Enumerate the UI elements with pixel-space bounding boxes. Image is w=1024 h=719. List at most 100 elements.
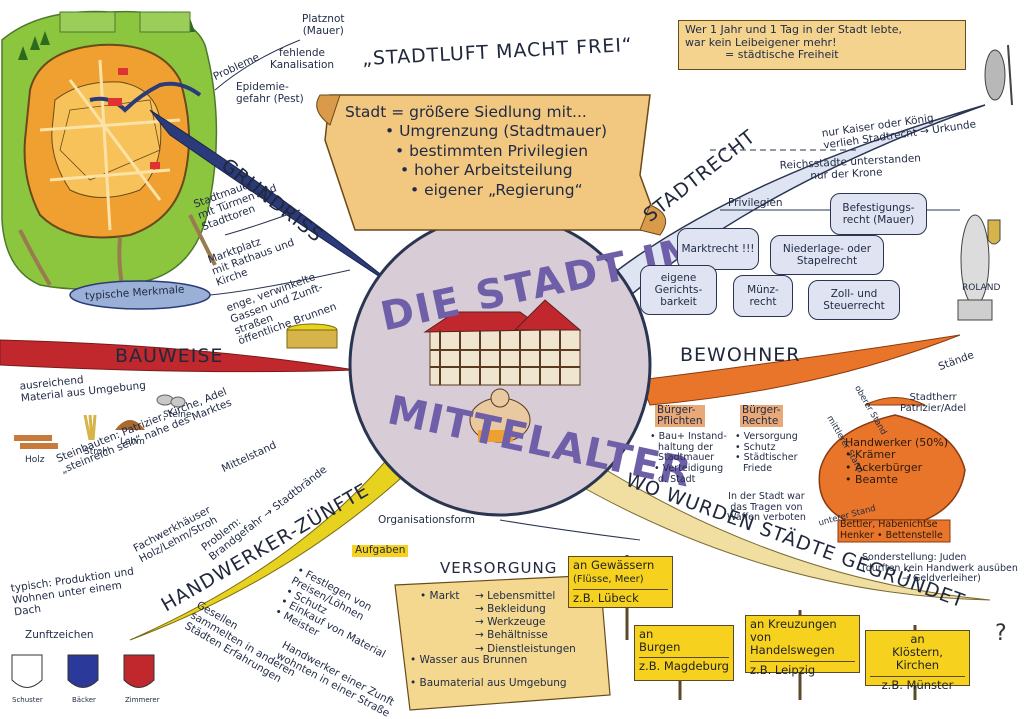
juden-line: Sonderstellung: Juden — [862, 552, 967, 563]
sign-text: an Kreuzungen — [750, 617, 837, 631]
buergerrechte-list: • Versorgung • Schutz • Städtischer Frie… — [735, 431, 798, 475]
stroh-label: Stroh — [84, 447, 108, 457]
clay-icon — [115, 420, 145, 430]
definition-line: • eigener „Regierung“ — [410, 180, 583, 199]
sign-text: an Gewässern — [573, 558, 655, 572]
aufgaben-label: Aufgaben — [352, 544, 409, 557]
branch-handwerker — [129, 449, 411, 641]
unterstand-item: Bettler, Habenichtse — [840, 519, 938, 530]
versorgung-baumaterial: • Baumaterial aus Umgebung — [410, 677, 567, 689]
mittelstand-item: Handwerker (50%) — [845, 436, 949, 449]
juden-line: → Geldverleiher) — [902, 573, 981, 585]
material-icons — [14, 394, 186, 449]
sign-kloestern: an Klöstern, Kirchen z.B. Münster — [865, 630, 970, 691]
versorgung-wasser: • Wasser aus Brunnen — [410, 654, 528, 666]
sign-example: z.B. Magdeburg — [639, 657, 729, 674]
knight-figure — [984, 44, 1013, 106]
zunftzeichen-label: Zunftzeichen — [25, 629, 94, 641]
juden-line: (durften kein Handwerk ausüben — [862, 562, 1018, 574]
freedom-note-line: = städtische Freiheit — [725, 48, 839, 62]
epidemie-line: gefahr (Pest) — [236, 92, 304, 105]
platznot-line: (Mauer) — [302, 24, 344, 37]
buergerpflichten-list: • Bau+ Instand- haltung der Stadtmauer •… — [650, 431, 727, 485]
waffen-line: In der Stadt war — [728, 491, 805, 502]
kanalisation-line: Kanalisation — [270, 58, 335, 71]
sign-text: an — [910, 632, 925, 646]
sign-example: z.B. Münster — [870, 675, 965, 692]
freedom-note: Wer 1 Jahr und 1 Tag in der Stadt lebte,… — [678, 20, 966, 70]
definition-line: • hoher Arbeitsteilung — [400, 161, 573, 180]
sign-example: z.B. Leipzig — [750, 660, 855, 677]
epidemie-note: Epidemie- gefahr (Pest) — [236, 81, 304, 106]
baecker-label: Bäcker — [72, 696, 96, 704]
privileg-marktrecht: Marktrecht !!! — [677, 228, 759, 270]
patrizier-line: Stadtherr — [909, 392, 957, 403]
privileg-befestigung: Befestigungs-recht (Mauer) — [830, 193, 927, 235]
goods-item: → Bekleidung — [475, 603, 546, 616]
versorgung-parchment — [394, 574, 611, 711]
branch-label-bewohner: BEWOHNER — [680, 344, 801, 366]
waffen-line: das Tragen von — [730, 501, 803, 513]
pflichten-title-line: Bürger- — [657, 404, 696, 416]
sign-example: z.B. Lübeck — [573, 588, 668, 605]
question-mark: ? — [995, 621, 1007, 646]
juden-note: Sonderstellung: Juden (durften kein Hand… — [862, 552, 1018, 585]
rechte-item: • Städtischer — [735, 452, 798, 464]
privileg-zollrecht: Zoll- und Steuerrecht — [808, 280, 900, 320]
goods-item: → Werkzeuge — [475, 616, 546, 629]
wood-icon — [14, 435, 58, 449]
sign-kreuzungen: an Kreuzungen von Handelswegen z.B. Leip… — [745, 615, 860, 676]
mittelstand-item: • Beamte — [845, 472, 898, 486]
sign-subtext: (Flüsse, Meer) — [573, 574, 644, 586]
sign-subtext: von Handelswegen — [750, 630, 835, 658]
sign-subtext: Burgen — [639, 640, 681, 655]
versorgung-line: • Markt — [420, 590, 460, 602]
definition-line: • Umgrenzung (Stadtmauer) — [385, 122, 608, 141]
rechte-title-line: Bürger- — [742, 404, 781, 416]
definition-line: • bestimmten Privilegien — [395, 141, 589, 160]
rechte-item: • Versorgung — [735, 431, 798, 442]
epidemie-line: Epidemie- — [236, 81, 289, 93]
sign-gewaessern: an Gewässern (Flüsse, Meer) z.B. Lübeck — [568, 556, 673, 608]
platznot-note: Platznot (Mauer) — [302, 13, 345, 38]
straw-icon — [83, 414, 97, 441]
sign-burgen: an Burgen z.B. Magdeburg — [634, 625, 734, 681]
organisationsform-label: Organisationsform — [378, 514, 476, 526]
mittelstand-list: Handwerker (50%) • Krämer • Ackerbürger … — [845, 436, 949, 486]
goods-item: → Behältnisse — [475, 629, 548, 642]
goods-item: → Dienstleistungen — [475, 642, 576, 655]
craftsman-illustration — [469, 388, 531, 443]
city-map-illustration — [1, 10, 218, 290]
buergerpflichten-heading: Bürger- Pflichten — [655, 404, 705, 428]
privilegien-label: Privilegien — [728, 197, 783, 209]
kanalisation-note: fehlende Kanalisation — [270, 47, 335, 72]
unterstand-list: Bettler, Habenichtse Henker • Bettenstel… — [840, 519, 943, 541]
lehm-label: Lehm — [120, 437, 145, 447]
waffen-note: In der Stadt war das Tragen von Waffen v… — [727, 491, 806, 524]
definition-text: Stadt = größere Siedlung mit... • Umgren… — [345, 103, 645, 200]
roland-label: ROLAND — [962, 283, 1001, 293]
rechte-item: Friede — [743, 462, 773, 474]
freedom-note-line: war kein Leibeigener mehr! — [685, 35, 837, 49]
pflichten-item: Stadtmauer — [658, 452, 715, 464]
holz-label: Holz — [25, 455, 45, 465]
stones-icon — [156, 394, 186, 408]
pflichten-item: d. Stadt — [658, 473, 696, 485]
roland-statue — [957, 214, 1001, 321]
rechte-title-line: Rechte — [742, 415, 779, 428]
kanalisation-line: fehlende — [279, 47, 326, 59]
pflichten-item: • Verteidigung — [654, 462, 724, 474]
freedom-note-line: Wer 1 Jahr und 1 Tag in der Stadt lebte, — [685, 23, 903, 36]
definition-line: Stadt = größere Siedlung mit... — [345, 103, 587, 121]
rechte-item: • Schutz — [735, 441, 776, 453]
versorgung-goods: → Lebensmittel → Bekleidung → Werkzeuge … — [475, 590, 576, 656]
definition-scroll — [316, 94, 667, 236]
zimmerer-label: Zimmerer — [125, 696, 160, 704]
mittelstand-item: • Krämer — [845, 448, 896, 462]
privileg-muenzrecht: Münz-recht — [733, 275, 793, 317]
steine-label: Steine — [163, 410, 192, 420]
buergerrechte-heading: Bürger- Rechte — [740, 404, 783, 428]
house-illustration — [423, 299, 582, 386]
